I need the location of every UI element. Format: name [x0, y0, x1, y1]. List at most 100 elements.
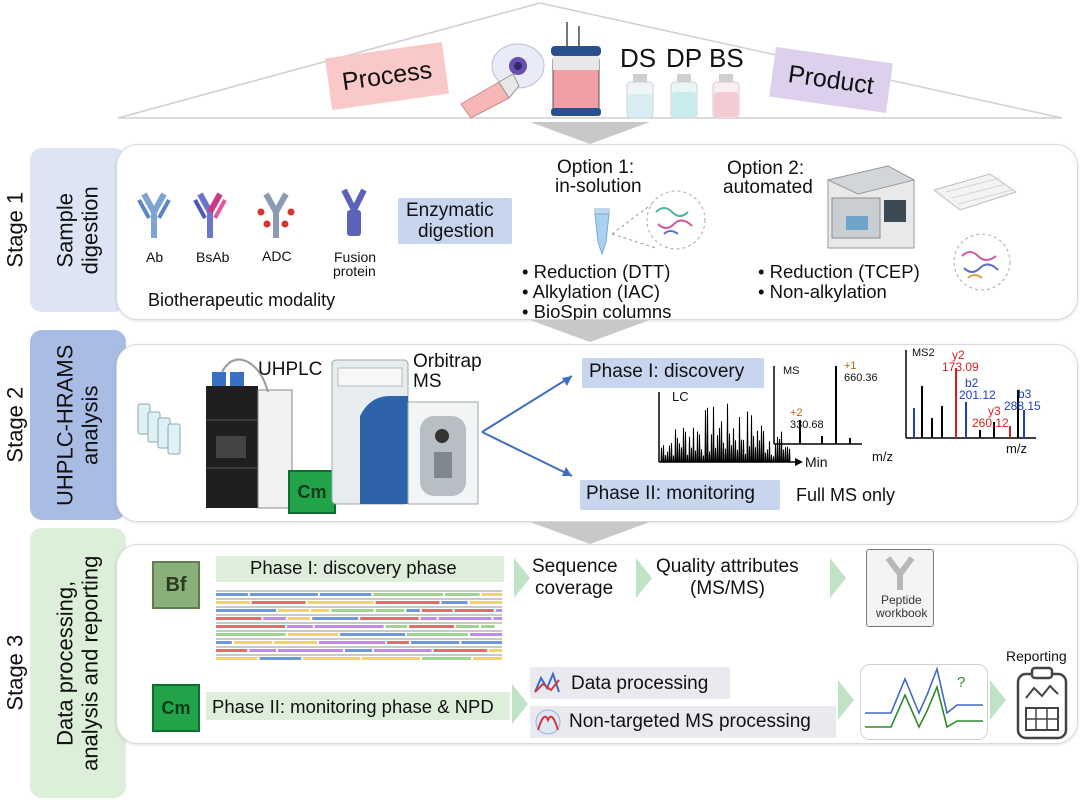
dp-vial-icon	[670, 74, 698, 119]
coverage-segment	[331, 609, 374, 612]
coverage-segment	[410, 641, 460, 644]
option2-bullets: • Reduction (TCEP) • Non-alkylation	[758, 261, 920, 302]
option2-bullet-2: Non-alkylation	[769, 281, 887, 302]
coverage-segment	[259, 657, 302, 660]
well-plate-icon	[932, 173, 1018, 211]
ms2-mz-201: 201.12	[959, 388, 996, 402]
ms2-mz-173: 173.09	[942, 360, 979, 374]
stage2-number: Stage 2	[2, 387, 28, 463]
workbook-line2: workbook	[876, 606, 928, 620]
coverage-segment	[314, 625, 384, 628]
coverage-segment	[469, 601, 502, 604]
option1-bullet-1: Reduction (DTT)	[533, 261, 671, 282]
coverage-segment	[489, 649, 502, 652]
coverage-segment	[421, 609, 453, 612]
stage1-number: Stage 1	[2, 192, 28, 268]
fusion-protein-icon	[341, 188, 367, 236]
coverage-segment	[216, 601, 250, 604]
coverage-segment	[263, 617, 286, 620]
down-arrow-3	[530, 522, 650, 544]
coverage-segment	[287, 617, 311, 620]
coverage-segment	[361, 657, 420, 660]
modality-ab: Ab	[146, 249, 164, 265]
ms-label: MS	[783, 365, 800, 377]
option1-line1: Option 1:	[557, 157, 635, 178]
cm-logo-stage3: Cm	[152, 684, 200, 732]
ms2-label: MS2	[912, 347, 935, 359]
coverage-row-8	[216, 654, 502, 656]
coverage-segment	[473, 657, 502, 660]
coverage-row-3	[216, 614, 502, 616]
peptide-zoom-icon-2	[953, 233, 1011, 291]
stage3-desc-line2: analysis and reporting	[78, 555, 103, 771]
coverage-segment	[311, 609, 330, 612]
coverage-segment	[433, 649, 488, 652]
phase1-discovery-phase-box	[216, 556, 504, 582]
phase1-discovery-label: Phase I: discovery	[589, 361, 745, 382]
coverage-segment	[251, 601, 306, 604]
option2-line1: Option 2:	[727, 158, 805, 179]
coverage-segment	[481, 593, 502, 596]
ms2-mz-288: 288.15	[1004, 399, 1041, 413]
ms2-ion-y2: y2	[952, 348, 965, 362]
enzymatic-line2: digestion	[418, 221, 495, 242]
coverage-row-6	[216, 638, 502, 640]
coverage-segment	[278, 609, 310, 612]
modality-bsab: BsAb	[196, 249, 230, 265]
ms-mz-330: 330.68	[790, 419, 824, 431]
dp-label: DP	[666, 43, 703, 73]
bs-label: BS	[709, 43, 744, 73]
coverage-segment	[216, 657, 258, 660]
coverage-segment	[312, 617, 359, 620]
stage3-side-label: Stage 3	[0, 548, 30, 798]
reporting-label: Reporting	[1006, 648, 1067, 664]
cm-logo-stage2: Cm	[288, 470, 336, 514]
coverage-segment	[455, 625, 480, 628]
culture-flask-icon	[460, 73, 520, 119]
enzymatic-digestion-box	[398, 198, 512, 244]
coverage-segment	[373, 649, 432, 652]
coverage-segment	[249, 593, 318, 596]
coverage-segment	[495, 609, 502, 612]
non-targeted-icon	[535, 709, 561, 735]
process-label: Process	[340, 55, 434, 96]
modality-protein: protein	[333, 263, 376, 279]
workbook-antibody-icon	[885, 556, 915, 590]
orbitrap-line2: MS	[413, 371, 442, 392]
ab-icon	[137, 192, 171, 238]
stage1-desc-line1: Sample	[52, 192, 78, 268]
coverage-row-1	[216, 598, 502, 600]
coverage-segment	[287, 633, 339, 636]
ms2-ion-y3: y3	[988, 404, 1001, 418]
option2-line2: automated	[723, 177, 813, 198]
coverage-row-0	[216, 590, 502, 592]
phase1-discovery-box	[582, 358, 764, 388]
arrow-chevron-1	[514, 558, 530, 598]
coverage-segment	[438, 617, 492, 620]
phase2-monitoring-label: Phase II: monitoring	[586, 483, 755, 504]
ms2-mz-axis-label: m/z	[1006, 441, 1027, 456]
coverage-segment	[409, 625, 454, 628]
data-processing-icon	[534, 671, 560, 693]
coverage-row-5	[216, 630, 502, 632]
npd-trace-box: ?	[860, 664, 988, 740]
bsab-icon	[193, 192, 227, 238]
coverage-segment	[319, 593, 372, 596]
coverage-segment	[445, 593, 480, 596]
modality-fusion: Fusion	[334, 249, 377, 265]
non-targeted-box	[530, 706, 836, 738]
product-label: Product	[786, 59, 876, 100]
phase2-monitoring-phase-label: Phase II: monitoring phase & NPD	[212, 696, 494, 717]
ms-mz-axis-label: m/z	[872, 449, 893, 464]
ds-label: DS	[620, 43, 657, 73]
coverage-segment	[216, 641, 232, 644]
stage2-desc-line1: UHPLC-HRAMS	[52, 344, 78, 506]
stage2-desc-box: UHPLC-HRAMS analysis	[30, 330, 126, 520]
option1-bullet-2: Alkylation (IAC)	[532, 281, 661, 302]
coverage-row-4	[216, 622, 502, 624]
arrow-chevron-5	[838, 680, 854, 720]
uhplc-instrument-icon	[206, 358, 293, 509]
option1-bullets: • Reduction (DTT) • Alkylation (IAC) • B…	[522, 261, 672, 322]
coverage-segment	[274, 641, 318, 644]
